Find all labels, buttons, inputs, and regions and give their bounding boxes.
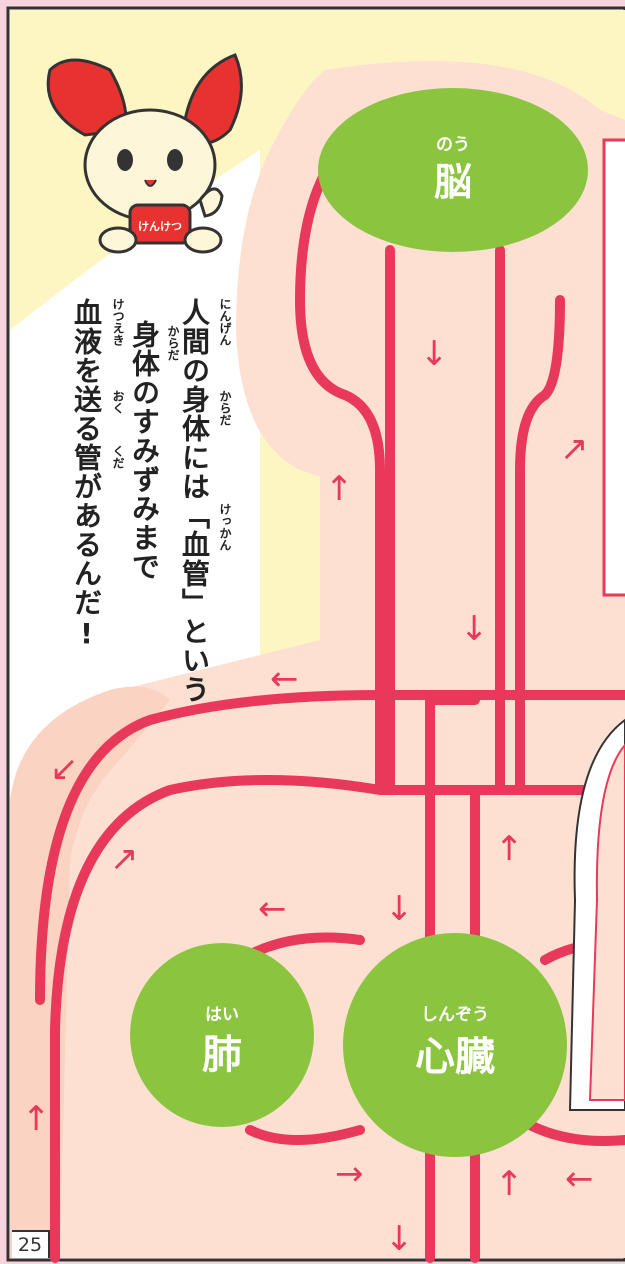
mascot-raised-hand (198, 187, 224, 218)
arrow-neck-up-left: ↑ (325, 469, 354, 509)
mascot-eye-right (167, 149, 183, 171)
ruby-ningen: にんげん (218, 298, 232, 346)
arrow-shoulder-left: ← (270, 659, 299, 699)
mascot: けんけつ (46, 53, 243, 254)
flow-arrows: ↓ ↓ ↑ ↗ ← ↙ ↗ ↑ ← ↓ ↑ → ↓ ↑ ← (22, 334, 594, 1259)
heart-reading: しんぞう (421, 1005, 489, 1025)
mascot-eye-left (117, 149, 133, 171)
lung-label: 肺 (202, 1032, 242, 1078)
arrow-arm-down-left: ↙ (50, 749, 79, 789)
ruby-kuda: くだ (111, 445, 125, 469)
brain-circle (318, 88, 588, 252)
ruby-karada-2: からだ (166, 325, 180, 361)
heart-label: 心臓 (415, 1034, 495, 1080)
page-number: 25 (12, 1230, 50, 1258)
arrow-bottom-up: ↑ (495, 1164, 524, 1204)
mascot-hand-right (183, 226, 223, 254)
arrow-neck-up-right: ↗ (560, 429, 589, 469)
arrow-bottom-down: ↓ (385, 1219, 414, 1259)
heart-circle (343, 933, 567, 1157)
brain-reading: のう (436, 135, 470, 155)
arrow-neck-down-2: ↓ (460, 609, 489, 649)
narration-line-3: 血液を送る管があるんだ! (70, 298, 103, 651)
ruby-ketsueki: けつえき (111, 298, 125, 346)
ruby-oku: おく (111, 390, 125, 414)
inset-panel (602, 138, 625, 597)
mascot-shirt (128, 203, 192, 245)
ruby-karada-1: からだ (218, 390, 232, 426)
heart-organ: しんぞう 心臓 (343, 933, 567, 1157)
brain-organ: のう 脳 (318, 88, 588, 252)
narration-line-2: 身体のすみずみまで (128, 320, 161, 581)
arm-inset-skin (588, 743, 625, 1101)
arrow-neck-down: ↓ (420, 334, 449, 374)
arrow-center-down: ↓ (385, 889, 414, 929)
lung-circle (130, 943, 314, 1127)
mascot-ear-left (46, 58, 128, 137)
lung-reading: はい (205, 1005, 239, 1025)
arrow-right-left: ← (565, 1159, 594, 1199)
mascot-hand-left (98, 226, 138, 254)
brain-label: 脳 (434, 160, 472, 204)
arrow-lung-left: ← (258, 889, 287, 929)
ruby-kekkan: けっかん (218, 503, 232, 551)
arrow-center-up: ↑ (495, 829, 524, 869)
lung-organ: はい 肺 (130, 943, 314, 1127)
mascot-mouth (144, 179, 157, 187)
narration-line-1: 人間の身体には「血管」という (178, 298, 211, 704)
arrow-arm-up: ↑ (22, 1099, 51, 1139)
arrow-arm-up-right: ↗ (110, 839, 139, 879)
arrow-lung-right: → (335, 1154, 364, 1194)
mascot-shirt-text: けんけつ (138, 220, 182, 233)
